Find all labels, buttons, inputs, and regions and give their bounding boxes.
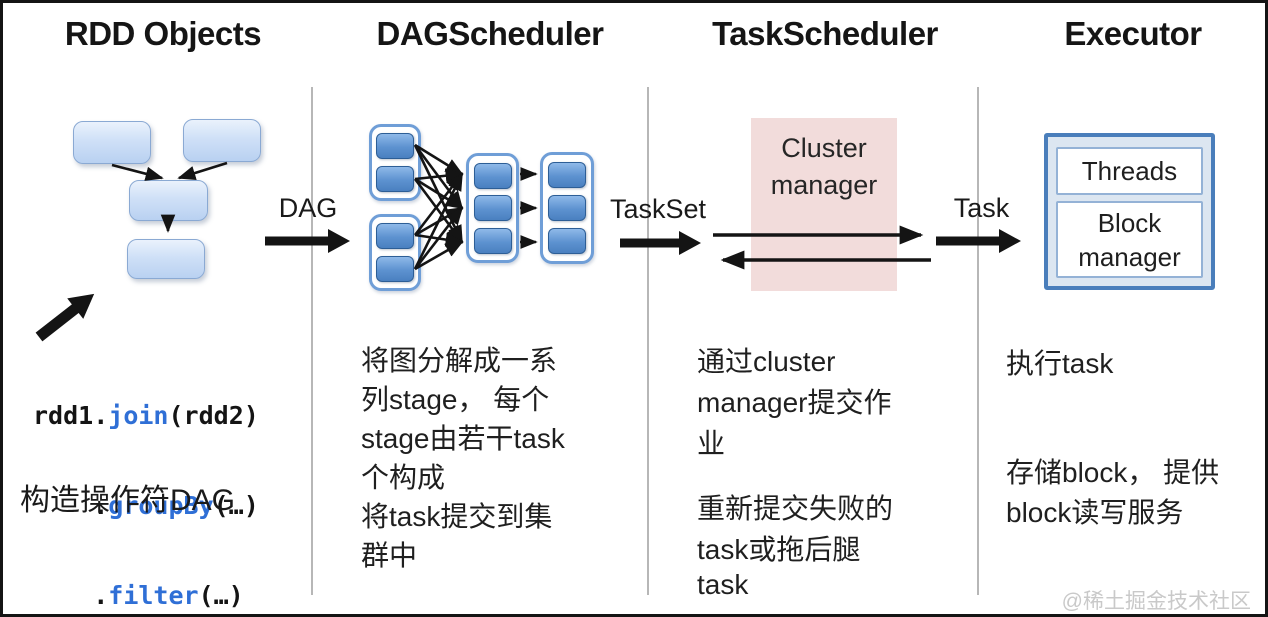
block-manager-label: Block manager (1078, 207, 1181, 272)
code-keyword-join: join (108, 401, 169, 430)
desc-line: stage由若干task (361, 423, 565, 454)
task-node (376, 133, 414, 160)
task-node (473, 162, 512, 189)
desc-line: task (697, 569, 749, 600)
task-node (473, 195, 512, 221)
code-text: (…) (213, 491, 259, 520)
code-line-2: .groupBy(…) (33, 491, 259, 521)
code-line-3: .filter(…) (33, 581, 259, 611)
flow-label-dag: DAG (278, 193, 338, 223)
rdd-node-middle (129, 180, 208, 221)
header-executor: Executor (1064, 15, 1202, 52)
desc-line: block读写服务 (1006, 497, 1184, 528)
desc-line: 群中 (361, 540, 418, 571)
rdd-node-top-left (73, 121, 151, 164)
divider-1 (311, 87, 313, 595)
flow-label-taskset: TaskSet (609, 194, 707, 224)
block-manager-box: Block manager (1056, 201, 1203, 278)
rdd-code-snippet: rdd1.join(rdd2) .groupBy(…) .filter(…) (33, 341, 259, 614)
flow-label-task: Task (953, 193, 1010, 223)
code-keyword-groupby: groupBy (108, 491, 214, 520)
taskset-flow-arrow (620, 231, 701, 255)
desc-line: 将图分解成一系 (361, 345, 558, 376)
desc-line: 将task提交到集 (361, 501, 553, 532)
desc-line: 通过cluster (697, 346, 836, 377)
task-node (548, 162, 586, 188)
divider-3 (977, 87, 979, 595)
dag-flow-arrow (265, 229, 350, 253)
taskscheduler-description-2: 重新提交失败的 task或拖后腿 task (697, 487, 893, 610)
code-text: rdd1. (33, 401, 109, 430)
dagscheduler-description: 将图分解成一系 列stage， 每个 stage由若干task 个构成 将tas… (361, 339, 565, 573)
rdd-node-bottom (127, 239, 205, 279)
desc-line: 个构成 (361, 462, 446, 493)
code-text: . (33, 491, 109, 520)
desc-line: manager提交作 (697, 387, 892, 418)
rdd-big-arrow (35, 293, 95, 342)
header-rdd-objects: RDD Objects (64, 15, 262, 52)
desc-line: task或拖后腿 (697, 534, 861, 565)
code-text: (…) (198, 581, 244, 610)
code-keyword-filter: filter (108, 581, 199, 610)
stage-parallel-arrows (520, 167, 538, 249)
rdd-node-top-right (183, 119, 261, 162)
executor-box: Threads Block manager (1044, 133, 1215, 290)
stage-group-2 (369, 214, 421, 291)
task-node (376, 255, 414, 282)
stage-group-1 (369, 124, 421, 201)
stage-group-3 (466, 153, 519, 263)
executor-description-1: 执行task (1006, 342, 1113, 381)
stage-group-4 (540, 152, 594, 264)
code-text: (rdd2) (168, 401, 259, 430)
cluster-manager-label: Cluster manager (770, 133, 878, 200)
threads-box: Threads (1056, 147, 1203, 195)
cluster-manager-box: Cluster manager (751, 118, 897, 291)
rdd-caption: 构造操作符DAG (20, 484, 236, 517)
divider-2 (647, 87, 649, 595)
threads-label: Threads (1081, 156, 1178, 186)
desc-line: 业 (697, 428, 726, 459)
desc-line: 执行task (1006, 348, 1114, 379)
task-node (376, 165, 414, 192)
stage-cross-arrows (413, 143, 464, 271)
taskscheduler-description-1: 通过cluster manager提交作 业 (697, 340, 892, 463)
code-text: . (33, 581, 109, 610)
header-dagscheduler: DAGScheduler (376, 15, 604, 52)
task-node (376, 223, 414, 250)
desc-line: 重新提交失败的 (697, 493, 894, 524)
header-taskscheduler: TaskScheduler (712, 15, 938, 52)
task-node (548, 228, 586, 254)
desc-line: 存储block， 提供 (1006, 457, 1220, 488)
task-node (473, 227, 512, 254)
code-line-1: rdd1.join(rdd2) (33, 401, 259, 431)
watermark: @稀土掘金技术社区 (1061, 590, 1251, 613)
task-node (548, 195, 586, 221)
executor-description-2: 存储block， 提供 block读写服务 (1006, 451, 1219, 531)
desc-line: 列stage， 每个 (361, 384, 550, 415)
